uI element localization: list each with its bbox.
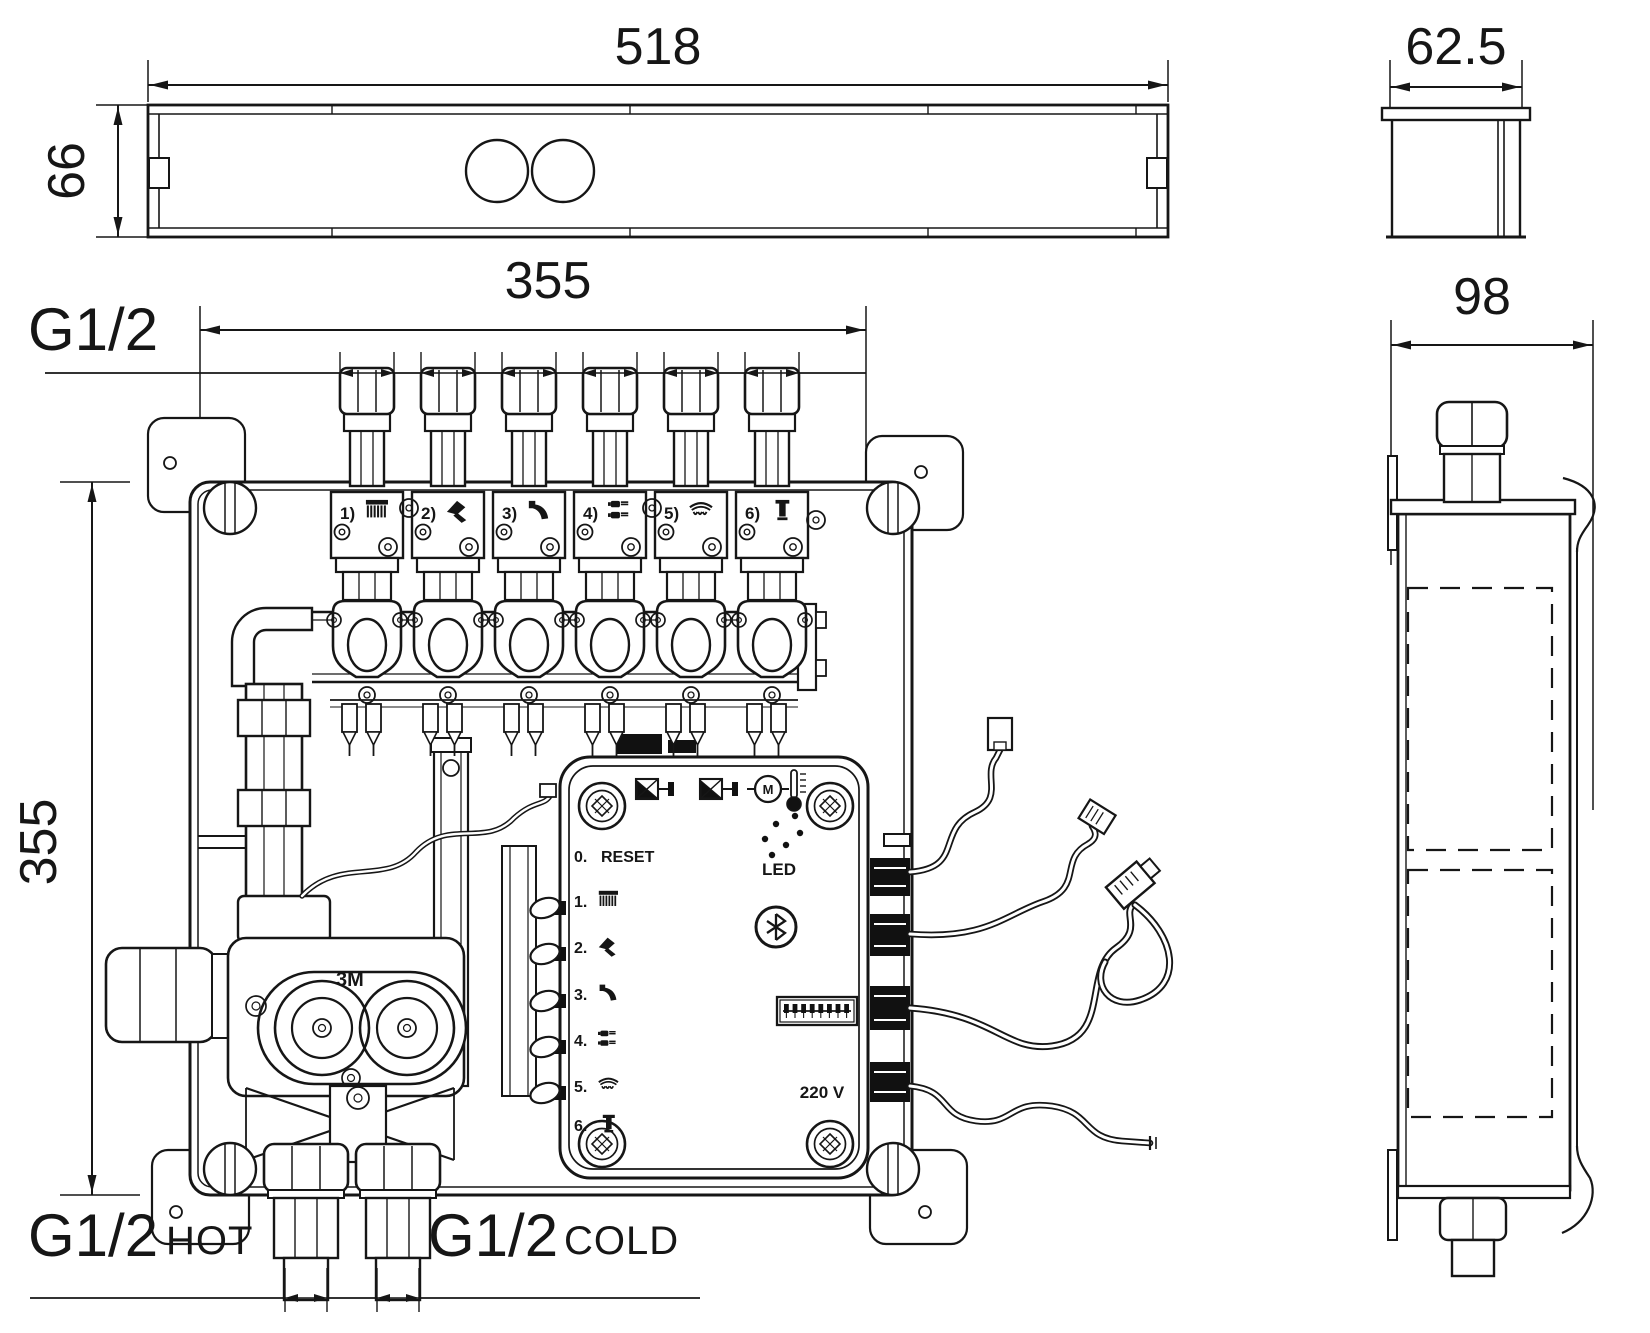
channel-number: 4. [574,1033,587,1050]
outlet-number: 3) [502,504,517,523]
channel-number: 3. [574,987,587,1004]
bluetooth-icon [754,905,798,949]
valve-unit: 4) [569,366,651,756]
control-box: 1. 2. 3. 4. 5. 6. [529,755,870,1180]
manifold-front-view: 1) 2) 3) 4) 5) 6) 1. 2. 3. 4. 5. 6. [104,366,1174,1302]
valve-unit: 3) [488,366,570,756]
dimension-arrow [113,217,123,235]
valve-unit: 5) [650,366,732,756]
cable-connector [1077,797,1118,836]
channel-number: 1. [574,894,587,911]
cable-hook [529,1081,561,1105]
cable-hook [529,942,561,966]
dimension-arrow [462,369,475,377]
outlet-number: 2) [421,504,436,523]
dimension-arrow [421,369,434,377]
dim-518: 518 [615,18,702,76]
dimension-arrow [406,1294,419,1302]
dimension-arrow [381,369,394,377]
dimension-arrow [314,1294,327,1302]
dim-98: 98 [1453,268,1511,326]
cable-connector [1104,857,1162,911]
thermometer-icon [786,769,806,812]
solenoid-valve-icon [634,777,674,801]
channel-number: 5. [574,1079,587,1096]
hot-inlet-label: HOT [166,1219,253,1263]
reset-number: 0. [574,849,587,866]
mixer-brand-mark: 3M [336,969,364,991]
dimension-arrow [664,369,677,377]
rough-in-box-front-view [146,103,1170,239]
rough-in-box-side-view [1380,106,1532,239]
led-label: LED [762,860,796,879]
connector-block [870,914,910,956]
dimension-arrow [1502,82,1520,92]
dimension-arrow [1148,80,1166,90]
voltage-label: 220 V [800,1083,845,1102]
manifold-side-view [1387,400,1596,1278]
channel-number: 6. [574,1118,587,1135]
dim-66: 66 [38,142,96,200]
led-indicator-dots [761,812,804,859]
cable-hook [529,896,561,920]
dim-62-5: 62.5 [1405,18,1506,76]
thermostatic-mixer [104,894,468,1302]
dimension-arrow [846,325,864,335]
outlet-number: 4) [583,504,598,523]
dimension-labels: 518 66 62.5 355 355 98 G1/2 G1/2 HOT G1/… [10,18,1511,1269]
dark-component [616,734,662,754]
dimension-arrow [87,1175,97,1193]
motor-letter: M [763,782,774,797]
dimension-arrow [786,369,799,377]
dimension-arrow [87,484,97,502]
dimension-arrow [1393,340,1411,350]
outlet-number: 1) [340,504,355,523]
dimension-arrow [624,369,637,377]
dimension-arrow [285,1294,298,1302]
cold-inlet-label: COLD [564,1219,679,1263]
dimension-lines [30,60,1594,1299]
dimension-arrow [705,369,718,377]
cables [906,716,1174,1150]
connector-block [870,1062,910,1102]
dimension-arrow [202,325,220,335]
valve-unit: 6) [731,366,813,756]
valve-unit: 2) [407,366,489,756]
valve-unit: 1) [326,366,408,756]
outlet-number: 5) [664,504,679,523]
dimension-arrow [1573,340,1591,350]
connector-block [870,858,910,896]
dimension-arrow [340,369,353,377]
dimension-arrow [1392,82,1410,92]
solenoid-valve-icon [698,777,738,801]
dimension-arrow [113,107,123,125]
thread-dimension-ticks [284,352,800,1312]
reset-label: RESET [601,849,655,866]
dim-355-height: 355 [10,799,68,886]
outlet-number: 6) [745,504,760,523]
dip-switch-icon [775,995,859,1027]
cold-inlet-thread: G1/2 [428,1202,558,1269]
dimension-arrow [745,369,758,377]
channel-number: 2. [574,940,587,957]
cable-hook [529,1035,561,1059]
dimension-arrow [583,369,596,377]
dimension-arrow [377,1294,390,1302]
connector-block [870,986,910,1030]
dimension-arrow [543,369,556,377]
motor-icon [747,774,789,804]
control-box-labels: 0. RESET M LED 220 V 3M [336,782,845,1102]
cable-hook [529,989,561,1013]
dimension-arrow [502,369,515,377]
dimension-arrow [150,80,168,90]
hot-inlet-thread: G1/2 [28,1202,158,1269]
thread-label-top: G1/2 [28,296,158,363]
dim-355-width: 355 [505,252,592,310]
